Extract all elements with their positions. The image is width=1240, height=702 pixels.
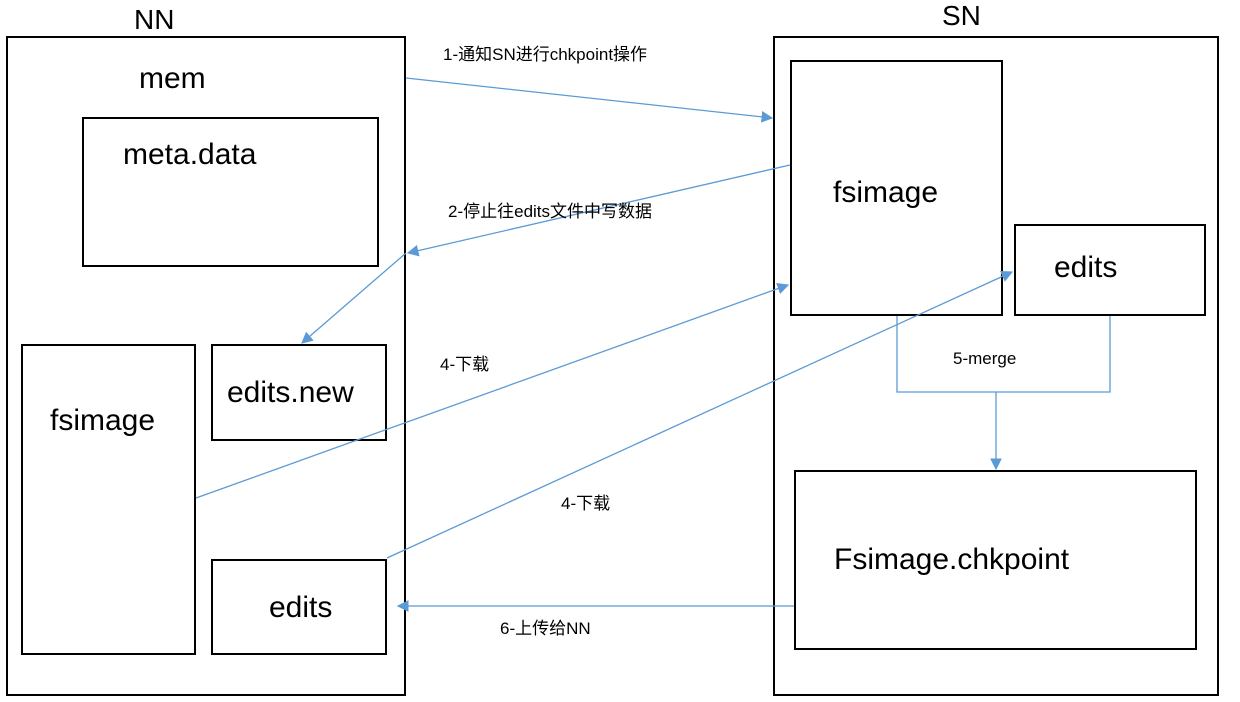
sn-chkpoint-box <box>794 470 1197 650</box>
step2-label: 2-停止往edits文件中写数据 <box>448 202 653 221</box>
step6-label: 6-上传给NN <box>500 619 591 638</box>
arrow-step4-edits <box>386 271 1014 559</box>
step4b-label: 4-下载 <box>561 494 611 513</box>
step4a-label: 4-下载 <box>440 355 490 374</box>
arrow-step2 <box>406 164 791 257</box>
sn-chkpoint-label: Fsimage.chkpoint <box>834 543 1070 576</box>
nn-edits-new-box <box>211 344 387 441</box>
sn-edits-label: edits <box>1054 251 1118 284</box>
sn-fsimage-label: fsimage <box>833 176 939 209</box>
arrow-step4-fsimage <box>195 283 790 499</box>
nn-meta-data-box <box>82 117 379 267</box>
sn-fsimage-box <box>790 60 1003 316</box>
nn-fsimage-label: fsimage <box>50 404 156 437</box>
nn-fsimage-box <box>21 344 196 655</box>
arrow-step1 <box>405 77 774 123</box>
nn-edits-label: edits <box>269 591 333 624</box>
nn-title: NN <box>134 4 175 35</box>
arrow-step3 <box>301 252 407 344</box>
merge-bracket <box>896 316 1111 393</box>
nn-edits-new-label: edits.new <box>227 376 354 409</box>
sn-title: SN <box>942 0 981 31</box>
sn-edits-box <box>1014 224 1206 316</box>
step1-label: 1-通知SN进行chkpoint操作 <box>443 45 648 64</box>
step5-label: 5-merge <box>953 349 1017 368</box>
nn-edits-box <box>211 559 387 655</box>
nn-mem-label: mem <box>139 62 206 95</box>
nn-meta-data-label: meta.data <box>123 138 257 171</box>
